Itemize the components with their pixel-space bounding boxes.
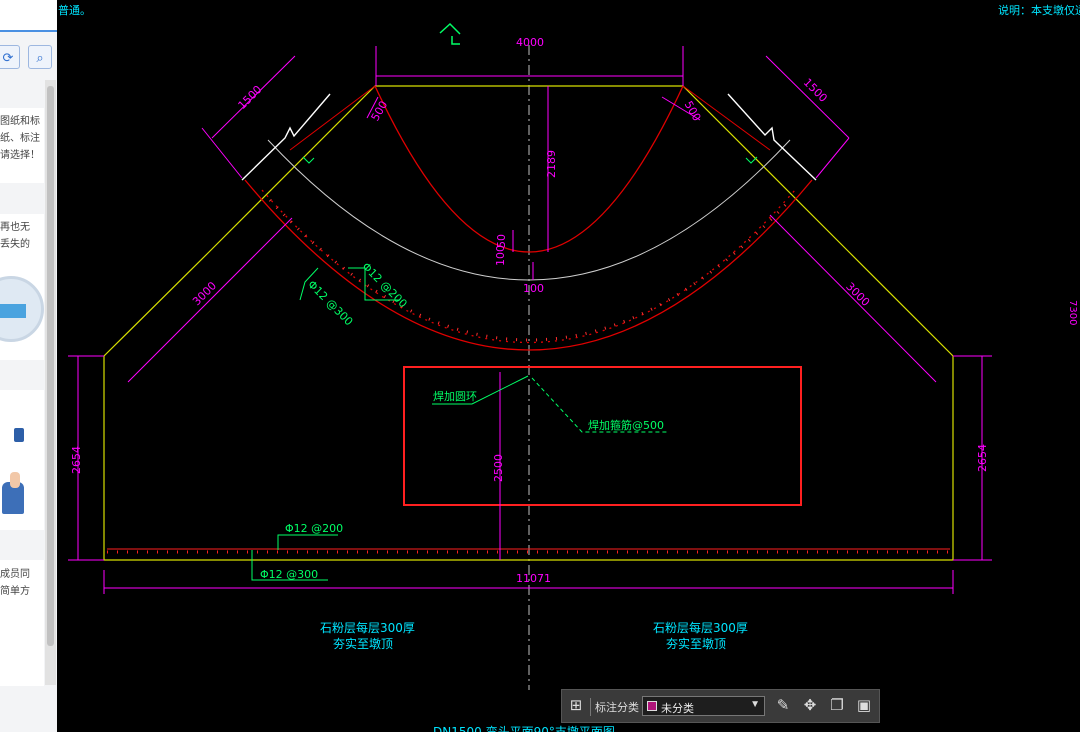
category-selected-value: 未分类 (661, 703, 694, 715)
card2-line2: 丢失的 (0, 239, 30, 250)
cad-drawing-canvas[interactable]: 普通。 说明：本支墩仅适用于 7300 (57, 0, 1080, 732)
dimension-lines (68, 46, 992, 594)
dim-left-arm-width: 1500 (236, 83, 265, 112)
top-right-note: 说明：本支墩仅适用于 (998, 3, 1080, 17)
side-panel-scroll-thumb[interactable] (47, 86, 54, 646)
chevron-down-icon: ▼ (750, 699, 760, 710)
right-angle-mark-left (302, 156, 315, 164)
annotation-category-label: 标注分类 (595, 702, 639, 714)
pipe-outer-arc-2 (261, 189, 796, 343)
paste-icon[interactable]: ▣ (856, 697, 872, 714)
promo-banner (0, 304, 26, 318)
card3-line2: 简单方 (0, 586, 30, 597)
dim-left-height: 2654 (70, 446, 83, 474)
card1-line3: 请选择！ (0, 150, 40, 161)
drawing-title: DN1500 弯头平面90°支墩平面图 (433, 724, 615, 732)
side-panel-header (0, 0, 57, 32)
right-edge-dim: 7300 (1067, 300, 1078, 325)
rebar-label-base-bottom: Φ12 @300 (260, 568, 318, 581)
dim-center-height: 2500 (492, 454, 505, 482)
grid-icon[interactable]: ⊞ (569, 697, 583, 714)
annotation-toolbar: ⊞ 标注分类 未分类 ▼ ✎ ✥ ❐ ▣ (561, 689, 880, 723)
pipe-break-left (241, 93, 331, 181)
highlight-box[interactable] (403, 366, 802, 506)
dim-top-width: 4000 (516, 36, 544, 49)
card3-line1: 成员同 (0, 569, 30, 580)
rebar-leaders (251, 267, 668, 581)
illustration-image (2, 420, 24, 515)
edit-icon[interactable]: ✎ (776, 697, 790, 714)
weld-ring-label: 焊加圆环 (433, 389, 477, 403)
note-right-line2: 夯实至墩顶 (666, 636, 726, 651)
pipe-break-right (727, 93, 817, 181)
copy-icon[interactable]: ❐ (830, 697, 844, 714)
dim-left-arm-length: 3000 (190, 279, 219, 308)
rebar-label-curve-top: Φ12 @200 (359, 260, 409, 310)
card2-line1: 再也无 (0, 222, 30, 233)
pipe-inner-arc (374, 85, 684, 253)
note-left-line2: 夯实至墩顶 (333, 636, 393, 651)
rebar-arc-ticks (268, 198, 792, 342)
toolbar-divider (590, 698, 591, 716)
rebar-label-curve-bottom: Φ12 @300 (305, 278, 355, 328)
top-left-note: 普通。 (58, 3, 91, 17)
info-card-3: 成员同 简单方 (0, 560, 44, 686)
refresh-icon: ⟳ (2, 50, 14, 65)
info-card-2: 再也无 丢失的 (0, 214, 44, 360)
dim-right-arm-length: 3000 (843, 280, 872, 309)
dim-100-b: 100 (523, 282, 544, 295)
card1-line2: 纸、标注 (0, 133, 40, 144)
north-arrow-icon (439, 22, 461, 45)
category-color-swatch (647, 701, 657, 711)
rebar-label-base-top: Φ12 @200 (285, 522, 343, 535)
note-right-line1: 石粉层每层300厚 (653, 620, 748, 635)
pipe-inner-link-left (289, 85, 376, 151)
dim-right-arm-width: 1500 (801, 76, 830, 105)
dim-center-depth: 2189 (545, 150, 558, 178)
dim-100-a: 100 (494, 245, 507, 266)
illustration-card (0, 390, 44, 530)
card1-line1: 图纸和标 (0, 116, 40, 127)
pipe-outer-arc-1 (244, 179, 813, 351)
refresh-button[interactable]: ⟳ (0, 45, 20, 69)
search-button[interactable]: ⌕ (28, 45, 52, 69)
info-card-1: 图纸和标 纸、标注 请选择！ (0, 108, 44, 183)
weld-bar-label: 焊加箍筋@500 (588, 418, 664, 432)
dim-50: 50 (495, 234, 508, 248)
move-icon[interactable]: ✥ (803, 697, 817, 714)
dim-total-width: 11071 (516, 572, 551, 585)
right-angle-mark-right (745, 156, 758, 164)
note-left-line1: 石粉层每层300厚 (320, 620, 415, 635)
annotation-category-select[interactable]: 未分类 ▼ (642, 696, 765, 716)
dim-right-height: 2654 (976, 444, 989, 472)
side-panel: ⟳ ⌕ 图纸和标 纸、标注 请选择！ 再也无 丢失的 成员同 简单方 (0, 0, 57, 732)
pipe-centerline-arc (267, 139, 791, 281)
pipe-inner-link-right (682, 85, 771, 151)
search-icon: ⌕ (36, 50, 44, 65)
